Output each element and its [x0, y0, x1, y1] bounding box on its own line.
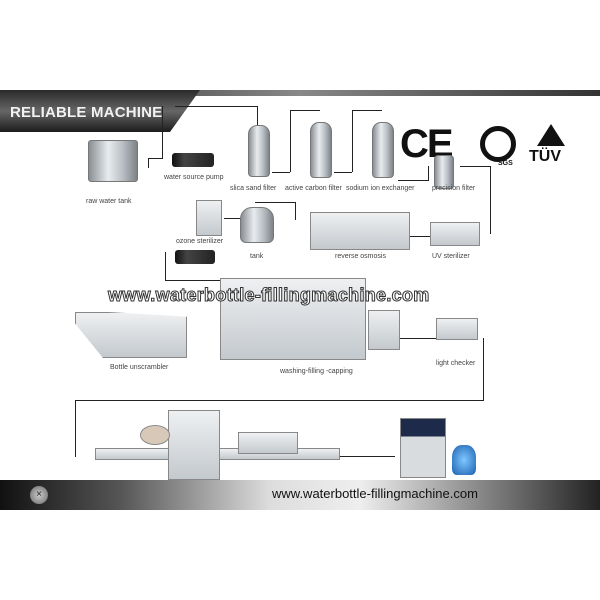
water-bottle — [452, 445, 476, 475]
label-uv-sterilizer: UV sterilizer — [432, 253, 470, 260]
pipe — [290, 110, 291, 172]
pipe — [224, 218, 242, 219]
raw-water-tank — [88, 140, 138, 182]
label-silica-sand-filter: slica sand filter — [230, 185, 277, 192]
label-ozone-sterilizer: ozone sterilizer — [176, 238, 224, 245]
pipe — [255, 202, 295, 203]
banner-title: RELIABLE MACHINE — [10, 104, 163, 121]
pipe — [340, 456, 395, 457]
sgs-logo — [480, 126, 516, 162]
label-sodium-ion-exchanger: sodium ion exchanger — [346, 185, 415, 192]
tank — [240, 207, 274, 243]
sgs-label: SGS — [498, 160, 513, 167]
label-bottle-unscrambler: Bottle unscrambler — [110, 364, 169, 371]
pipe — [162, 106, 163, 158]
pipe — [175, 106, 257, 107]
pipe — [460, 166, 490, 167]
label-reverse-osmosis: reverse osmosis — [335, 253, 386, 260]
pump — [175, 250, 215, 264]
pipe — [165, 252, 166, 280]
bottle-unscrambler — [75, 312, 187, 358]
uv-sterilizer — [430, 222, 480, 246]
label-precision-filter: precision filter — [432, 185, 476, 192]
pipe — [290, 110, 320, 111]
footer-bar — [0, 480, 600, 510]
active-carbon-filter — [310, 122, 332, 178]
ozone-sterilizer — [196, 200, 222, 236]
label-washing-filling-capping: washing-filling -capping — [280, 368, 353, 375]
shrink-tunnel — [238, 432, 298, 454]
watermark-url: www.waterbottle-fillingmachine.com — [108, 285, 430, 306]
pipe — [352, 110, 382, 111]
pipe — [398, 180, 428, 181]
label-roll — [140, 425, 170, 445]
precision-filter — [434, 155, 454, 189]
pipe — [272, 172, 290, 173]
pipe — [148, 158, 149, 168]
pipe — [428, 166, 429, 181]
footer-url[interactable]: www.waterbottle-fillingmachine.com — [272, 486, 478, 501]
water-source-pump — [172, 153, 214, 167]
sleeve-labeling-machine — [168, 410, 220, 480]
label-raw-water-tank: raw water tank — [86, 198, 132, 205]
inkjet-printer — [400, 418, 446, 478]
pipe — [490, 166, 491, 234]
pipe — [295, 202, 296, 220]
pipe — [75, 400, 484, 401]
capper-unit — [368, 310, 400, 350]
tuv-triangle-icon — [537, 124, 565, 146]
top-strip — [0, 90, 600, 96]
pipe — [410, 236, 430, 237]
pipe — [352, 110, 353, 172]
pipe — [148, 158, 163, 159]
silica-sand-filter — [248, 125, 270, 177]
label-active-carbon-filter: active carbon filter — [285, 185, 342, 192]
label-light-checker: light checker — [436, 360, 476, 367]
banner — [0, 90, 200, 132]
pipe — [257, 106, 258, 126]
label-water-source-pump: water source pump — [164, 174, 224, 181]
close-icon[interactable]: × — [30, 486, 48, 504]
pipe — [334, 172, 352, 173]
pipe — [483, 338, 484, 400]
reverse-osmosis-unit — [310, 212, 410, 250]
pipe — [165, 280, 225, 281]
washing-filling-capping-machine — [220, 278, 366, 360]
sodium-ion-exchanger — [372, 122, 394, 178]
light-checker — [436, 318, 478, 340]
label-tank: tank — [250, 253, 264, 260]
pipe — [400, 338, 440, 339]
pipe — [75, 400, 76, 457]
tuv-logo: TÜV — [529, 148, 561, 165]
